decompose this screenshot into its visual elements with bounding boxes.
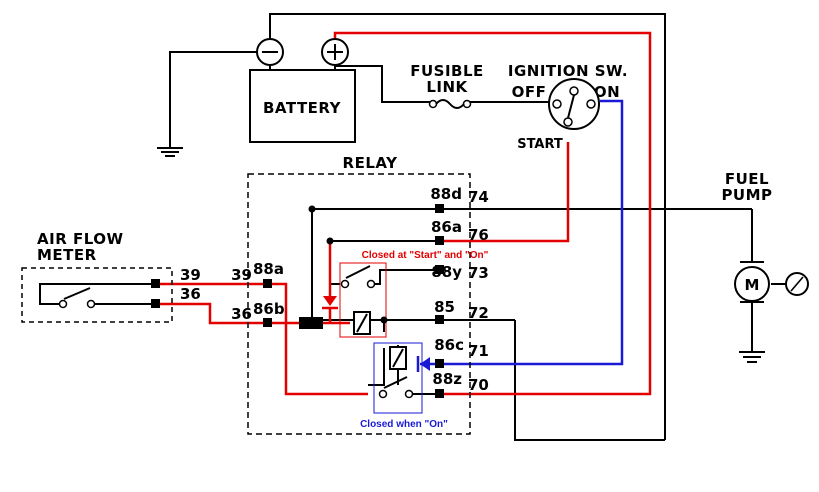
red-switch-contact-icon bbox=[345, 265, 371, 279]
red-diode-icon bbox=[323, 296, 337, 306]
afm-switch-icon bbox=[63, 287, 91, 300]
wire-39: 39 bbox=[231, 266, 252, 284]
resistor-icon bbox=[299, 317, 323, 329]
code-76: 76 bbox=[468, 226, 489, 244]
on-label: ON bbox=[594, 83, 620, 101]
afm-pin-39: 39 bbox=[180, 266, 201, 284]
ignition-label: IGNITION SW. bbox=[508, 62, 628, 80]
fusible-link: FUSIBLE LINK bbox=[410, 62, 484, 109]
red-note: Closed at "Start" and "On" bbox=[362, 250, 489, 261]
pin-85: 85 bbox=[434, 298, 455, 316]
pin-86a: 86a bbox=[431, 218, 462, 236]
wire-36: 36 bbox=[231, 305, 252, 323]
blue-wires bbox=[416, 99, 624, 372]
pin-88y: 88y bbox=[431, 263, 462, 281]
relay-label: RELAY bbox=[343, 154, 399, 172]
pin-86b: 86b bbox=[253, 300, 285, 318]
blue-note: Closed when "On" bbox=[360, 419, 448, 430]
motor-icon bbox=[734, 266, 770, 302]
link-label: LINK bbox=[426, 78, 468, 96]
red-switch-box bbox=[339, 262, 387, 338]
relay-pin-labels: 88d 86a 88y 85 86c 88z 74 76 73 72 71 70… bbox=[231, 185, 489, 394]
fuel-pump: FUEL PUMP M bbox=[721, 170, 809, 303]
air-flow-label: AIR FLOW bbox=[37, 230, 124, 248]
afm-pin-36: 36 bbox=[180, 285, 201, 303]
fusible-label: FUSIBLE bbox=[410, 62, 484, 80]
ignition-switch: IGNITION SW. OFF ON START bbox=[508, 62, 628, 152]
fuel-label: FUEL bbox=[725, 170, 769, 188]
motor-label: M bbox=[745, 276, 760, 294]
code-70: 70 bbox=[468, 376, 489, 394]
red-wires bbox=[155, 31, 652, 396]
blue-diode-icon bbox=[420, 357, 430, 371]
pump-label: PUMP bbox=[721, 186, 772, 204]
code-71: 71 bbox=[468, 342, 489, 360]
blue-switch-box bbox=[373, 342, 423, 414]
pin-86c: 86c bbox=[434, 336, 464, 354]
code-72: 72 bbox=[468, 304, 489, 322]
pin-88d: 88d bbox=[430, 185, 462, 203]
relay-box: RELAY bbox=[247, 154, 471, 435]
pin-88a: 88a bbox=[253, 260, 284, 278]
battery-label: BATTERY bbox=[263, 99, 342, 117]
pin-88z: 88z bbox=[432, 370, 462, 388]
air-flow-meter: AIR FLOW METER 39 36 bbox=[21, 230, 201, 323]
meter-label: METER bbox=[37, 246, 97, 264]
start-label: START bbox=[517, 137, 563, 152]
code-74: 74 bbox=[468, 188, 489, 206]
off-label: OFF bbox=[512, 83, 547, 101]
code-73: 73 bbox=[468, 264, 489, 282]
relay-terminals bbox=[263, 204, 444, 398]
battery: BATTERY bbox=[249, 38, 356, 143]
blue-switch-contact-icon bbox=[383, 376, 408, 389]
switch-blade-icon bbox=[567, 94, 575, 119]
fuse-icon bbox=[435, 99, 465, 109]
